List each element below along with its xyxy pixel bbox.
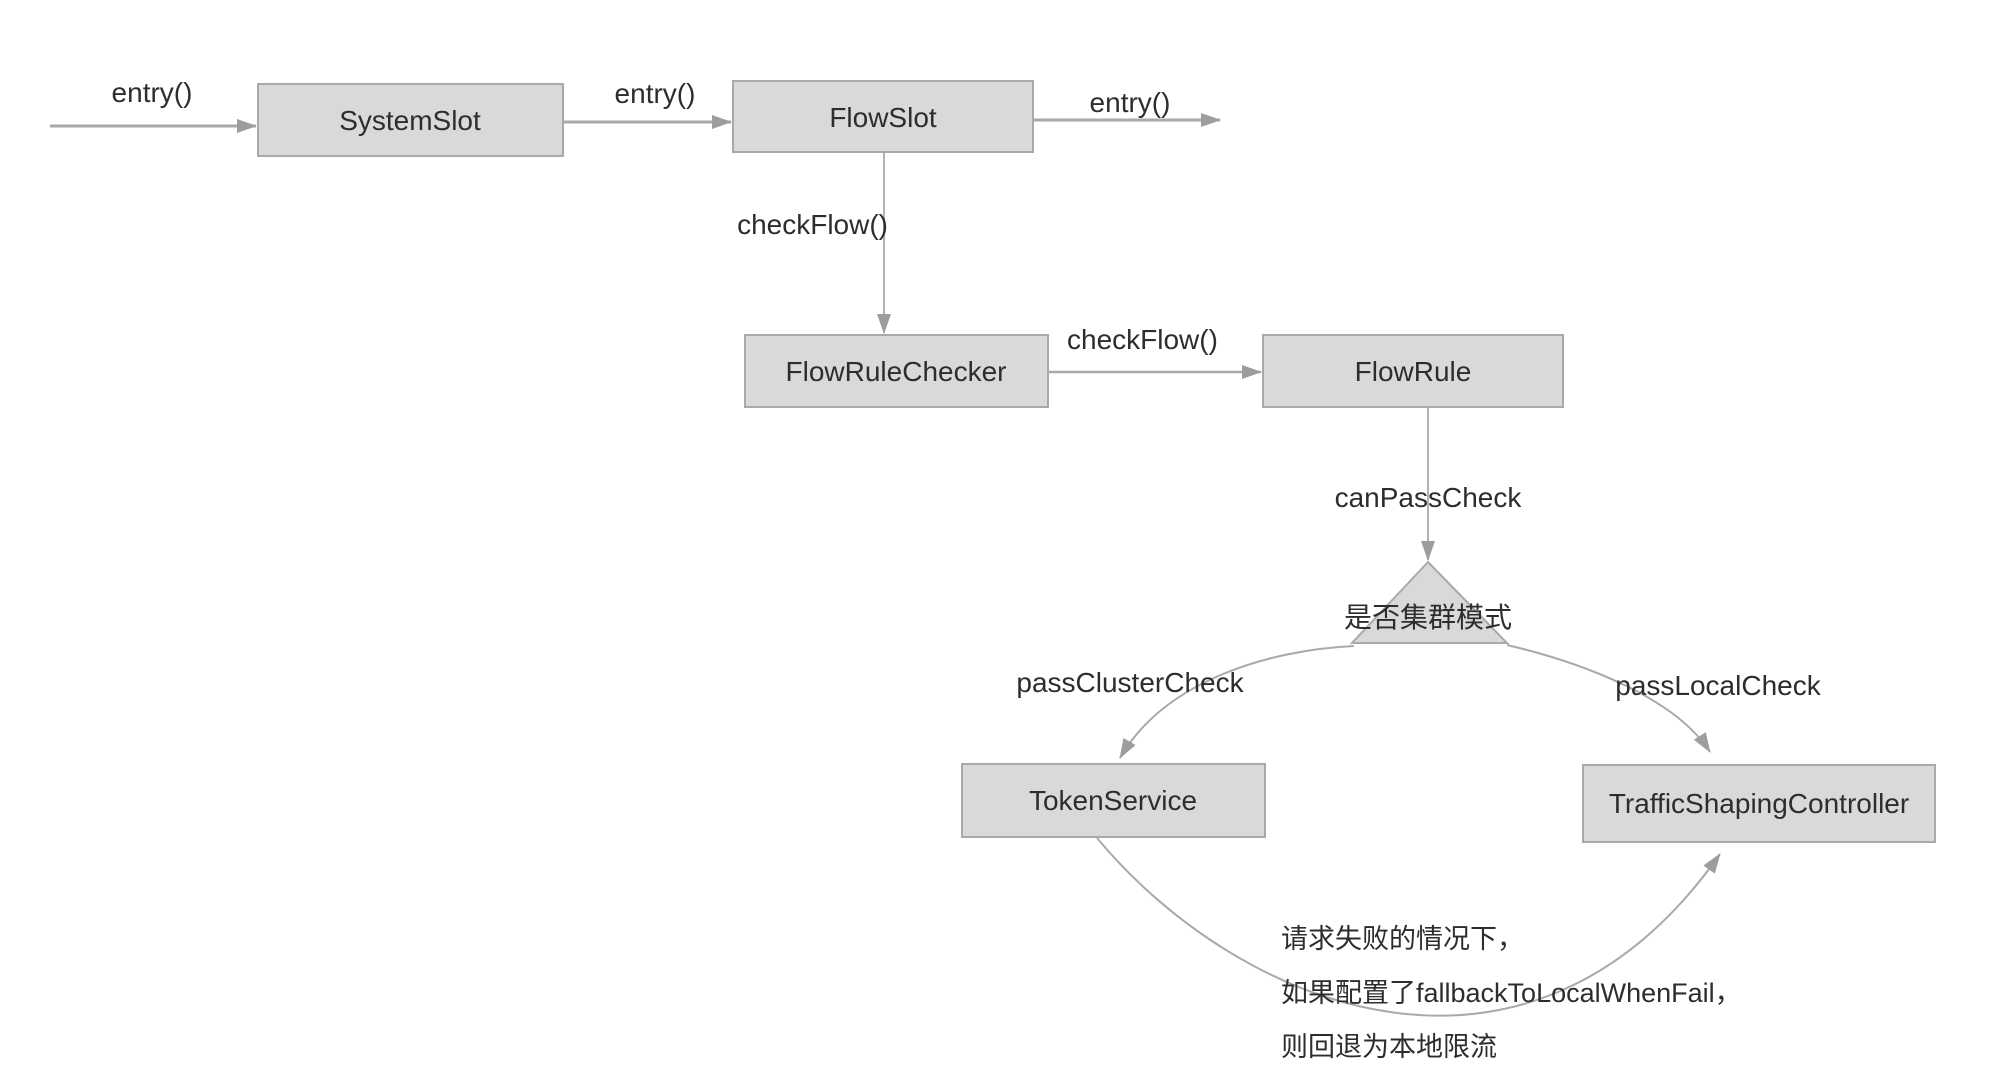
edge-fallback-curve [1096,837,1721,1017]
flow-slot-label: FlowSlot [829,102,937,133]
flow-slot-box [732,80,1034,153]
canpasscheck-label: canPassCheck [1335,482,1523,513]
entry-mid-label: entry() [615,78,696,109]
traffic-shaping-controller-box [1582,764,1936,843]
passclustercheck-label: passClusterCheck [1016,667,1244,698]
token-service-label: TokenService [1029,785,1197,816]
system-slot-label: SystemSlot [339,105,481,136]
passlocalcheck-label: passLocalCheck [1615,670,1821,701]
entry-in-label: entry() [112,77,193,108]
flow-rule-label: FlowRule [1355,356,1472,387]
system-slot-box [257,83,564,157]
cluster-mode-decision-label: 是否集群模式 [1344,602,1512,633]
checkflow-down-label: checkFlow() [737,209,888,240]
flow-rule-checker-label: FlowRuleChecker [786,356,1007,387]
node-traffic-shaping-controller: TrafficShapingController [1582,764,1936,843]
flow-rule-checker-box [744,334,1049,408]
node-token-service: TokenService [961,763,1266,838]
edge-passlocalcheck-curve [1506,644,1711,753]
node-flow-slot: FlowSlot [732,80,1034,153]
node-flow-rule-checker: FlowRuleChecker [744,334,1049,408]
node-system-slot: SystemSlot [257,83,564,157]
fallback-note-line-3: 则回退为本地限流 [1281,1032,1497,1062]
token-service-box [961,763,1266,838]
entry-out-label: entry() [1090,87,1171,118]
traffic-shaping-controller-label: TrafficShapingController [1609,788,1909,819]
fallback-note-line-2: 如果配置了fallbackToLocalWhenFail， [1281,978,1742,1008]
fallback-note: 请求失败的情况下， 如果配置了fallbackToLocalWhenFail， … [1281,924,1742,1062]
fallback-note-line-1: 请求失败的情况下， [1281,924,1524,954]
edge-passclustercheck-curve [1119,645,1355,759]
checkflow-right-label: checkFlow() [1067,324,1218,355]
node-flow-rule: FlowRule [1262,334,1564,408]
flow-rule-box [1262,334,1564,408]
decision-triangle-cluster-mode [1349,560,1510,644]
